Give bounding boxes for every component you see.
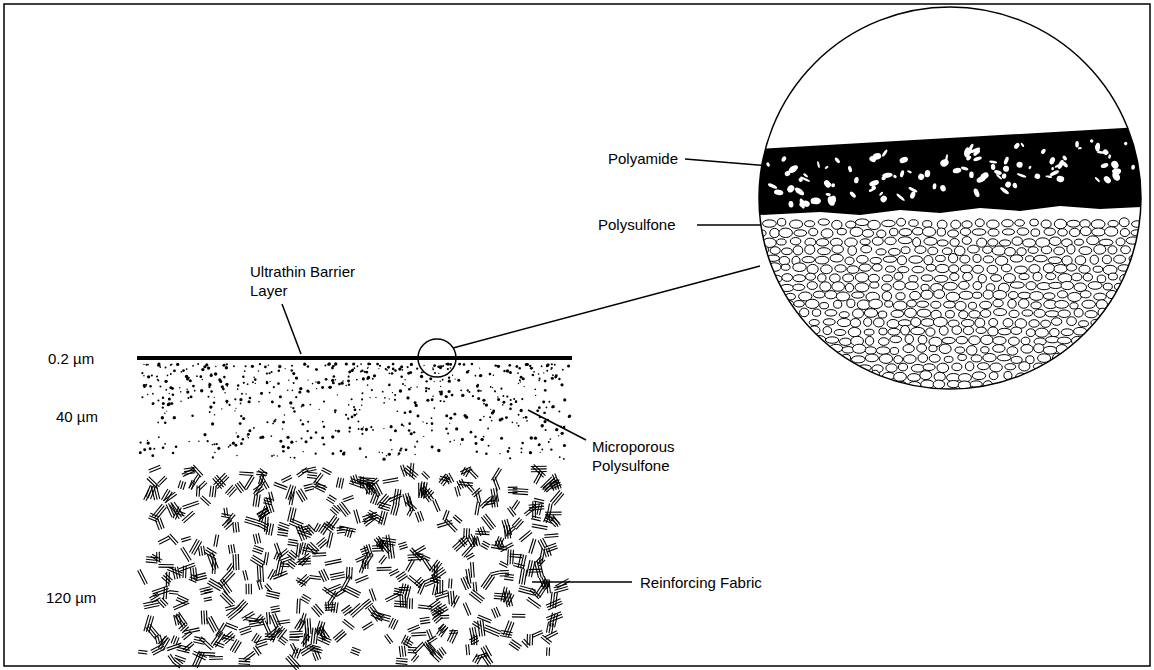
dimension-label: 0.2 µm <box>48 349 128 368</box>
barrier-layer <box>137 356 572 360</box>
leader-line <box>528 410 586 440</box>
leader-line <box>532 581 632 583</box>
zoom-outline <box>759 7 1141 389</box>
zoom-detail <box>740 0 1154 400</box>
leader-line <box>282 304 301 354</box>
layer-label: Reinforcing Fabric <box>640 573 820 592</box>
leader-line <box>697 224 770 226</box>
layer-label: Polyamide <box>608 149 708 168</box>
layer-label: Polysulfone <box>598 215 708 234</box>
polyamide-voids <box>766 139 1136 210</box>
dimension-label: 40 µm <box>56 407 126 426</box>
polyamide-band <box>740 126 1154 216</box>
layer-label: Microporous Polysulfone <box>592 437 702 475</box>
leader-line <box>685 159 770 166</box>
microporous-layer <box>139 362 571 460</box>
zoom-leader <box>453 266 760 348</box>
polysulfone-cells <box>750 218 1154 400</box>
dimension-label: 120 µm <box>46 588 126 607</box>
zoom-circle <box>418 339 456 377</box>
fabric-layer <box>138 463 570 670</box>
layer-label: Ultrathin Barrier Layer <box>250 262 380 300</box>
